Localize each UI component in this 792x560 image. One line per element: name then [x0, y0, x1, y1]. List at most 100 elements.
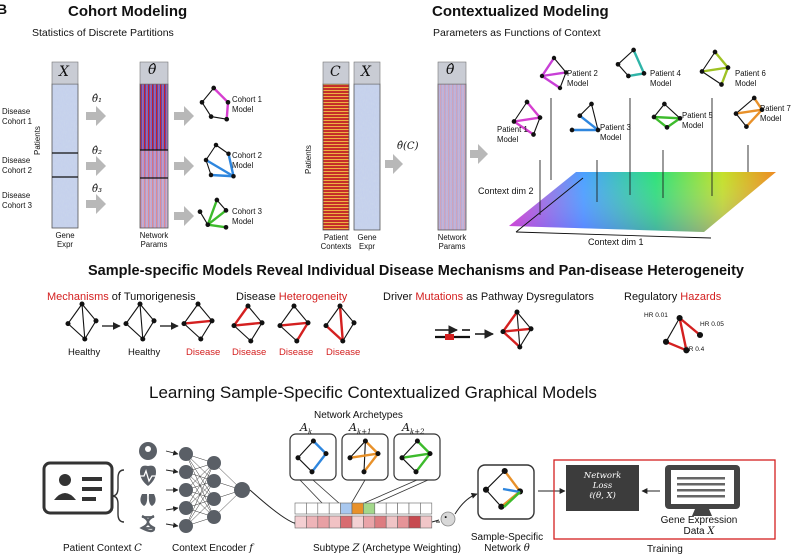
hr-label-2: HR 0.05: [700, 321, 724, 328]
contextual-c-symbol: C: [330, 64, 341, 80]
patient-4-model-label: Patient 4 Model: [650, 69, 681, 88]
heterogeneity-graph-2: [277, 303, 311, 344]
contextual-patients-label: Patients: [304, 145, 313, 174]
encoder-neuron: [179, 483, 193, 497]
contextual-gene-expr-label: Gene Expr: [357, 233, 377, 251]
training-label: Training: [647, 544, 683, 555]
archetype-weight-cell: [317, 502, 330, 515]
subtype-weight-cell: [340, 515, 353, 529]
sample-specific-network-box: [477, 464, 535, 520]
patient-1-model-label: Patient 1 Model: [497, 125, 528, 144]
encoder-to-subtype-arrow: [249, 489, 301, 528]
subtype-weight-cell: [420, 515, 433, 529]
cohort-estimator-2: θ̂₂: [92, 146, 103, 157]
patient-5-graph: [651, 101, 683, 130]
cohort-gene-expr-matrix: [51, 61, 79, 229]
patient-model-graphs: [511, 47, 765, 137]
patient-3-model-label: Patient 3 Model: [600, 123, 631, 142]
encoder-neuron: [207, 510, 221, 524]
heterogeneity-graph-1: [231, 303, 265, 344]
subtype-weight-cell: [294, 515, 307, 529]
mechanisms-title: Mechanisms of Tumorigenesis: [47, 291, 196, 303]
encoder-neuron: [207, 492, 221, 506]
cohort-model-label-2: Cohort 2 Model: [232, 151, 262, 170]
hr-label-1: HR 0.01: [644, 312, 668, 319]
mech-label-2: Healthy: [128, 347, 161, 358]
cohort-x-symbol: X: [59, 64, 69, 80]
hr-label-3: HR 0.4: [684, 346, 705, 353]
hazards-title: Regulatory Hazards: [624, 291, 722, 303]
gene-expression-monitor-icon: [665, 465, 740, 516]
patient-2-graph: [539, 55, 569, 91]
archetype-weight-cell: [385, 502, 398, 515]
heterogeneity-label-3: Disease: [326, 347, 361, 358]
encoder-neuron: [234, 482, 250, 498]
cohort-1-graph: [199, 85, 231, 122]
cohort-model-graphs: [197, 85, 236, 230]
patient-3-graph: [569, 101, 601, 133]
context-dim2-label: Context dim 2: [478, 186, 534, 196]
encoder-neuron: [179, 519, 193, 533]
archetype-graph-2: [347, 438, 381, 475]
contextual-theta-symbol: θ̂: [446, 62, 455, 78]
middle-title: Sample-specific Models Reveal Individual…: [88, 263, 744, 279]
contextual-network-params-matrix: [437, 61, 467, 231]
cohort-subtitle: Statistics of Discrete Partitions: [32, 27, 174, 39]
context-feature-icons: [138, 442, 158, 533]
patient-contexts-label: Patient Contexts: [320, 233, 352, 251]
hazards-graph: [662, 314, 704, 354]
patient-7-model-label: Patient 7 Model: [760, 104, 791, 123]
cohort-row-label-3: Disease Cohort 3: [2, 191, 32, 210]
sample-specific-network-graph: [482, 467, 524, 510]
archetype-weight-cell: [420, 502, 433, 515]
cohort-estimator-3: θ̂₃: [92, 184, 103, 195]
subtype-label: Subtype Z (Archetype Weighting): [313, 543, 461, 554]
patient-context-label: Patient Context C: [63, 543, 142, 554]
contextual-arrows: [385, 144, 488, 174]
cohort-theta-symbol: θ̂: [148, 62, 157, 78]
context-bracket: [111, 469, 125, 523]
contextual-title: Contextualized Modeling: [432, 3, 609, 20]
bottom-title: Learning Sample-Specific Contextualized …: [149, 383, 597, 402]
subtype-weight-cell: [363, 515, 376, 529]
cohort-estimator-1: θ̂₁: [92, 94, 103, 105]
contextual-subtitle: Parameters as Functions of Context: [433, 27, 601, 39]
subtype-weight-cell: [306, 515, 319, 529]
context-dim1-label: Context dim 1: [588, 237, 644, 247]
cohort-network-params-label: Network Params: [139, 231, 169, 249]
dot-product-node: [436, 492, 478, 527]
heterogeneity-title: Disease Heterogeneity: [236, 291, 348, 303]
patient-4-graph: [615, 47, 647, 79]
archetype-weight-cell: [363, 502, 376, 515]
heterogeneity-graph-3: [323, 303, 357, 344]
context-space-plane: [509, 172, 776, 239]
archetype-weight-cell: [340, 502, 353, 515]
subtype-weight-cell: [408, 515, 421, 529]
cohort-row-label-2: Disease Cohort 2: [2, 156, 32, 175]
subtype-weight-cell: [351, 515, 364, 529]
subtype-weight-cell: [317, 515, 330, 529]
archetype-weight-cell: [351, 502, 364, 515]
patient-1-graph: [511, 99, 543, 137]
mech-graph-healthy-2: [123, 301, 157, 342]
archetype-weight-cell: [294, 502, 307, 515]
archetype-weight-cell: [374, 502, 387, 515]
mech-graph-healthy-1: [65, 301, 99, 342]
dot-product-symbol: ·: [444, 510, 448, 524]
contextual-network-params-label: Network Params: [437, 233, 467, 251]
patient-card-icon: [42, 461, 114, 515]
patient-6-model-label: Patient 6 Model: [735, 69, 766, 88]
heterogeneity-label-1: Disease: [232, 347, 267, 358]
archetype-graph-3: [399, 438, 433, 475]
driver-title: Driver Mutations as Pathway Dysregulator…: [383, 291, 594, 303]
encoder-neuron: [179, 465, 193, 479]
encoder-neuron: [179, 501, 193, 515]
archetype-weight-cell: [328, 502, 341, 515]
archetype-graph-1: [295, 438, 329, 475]
patient-7-graph: [733, 95, 765, 129]
contextual-function-label: θ̂(C): [397, 141, 419, 152]
